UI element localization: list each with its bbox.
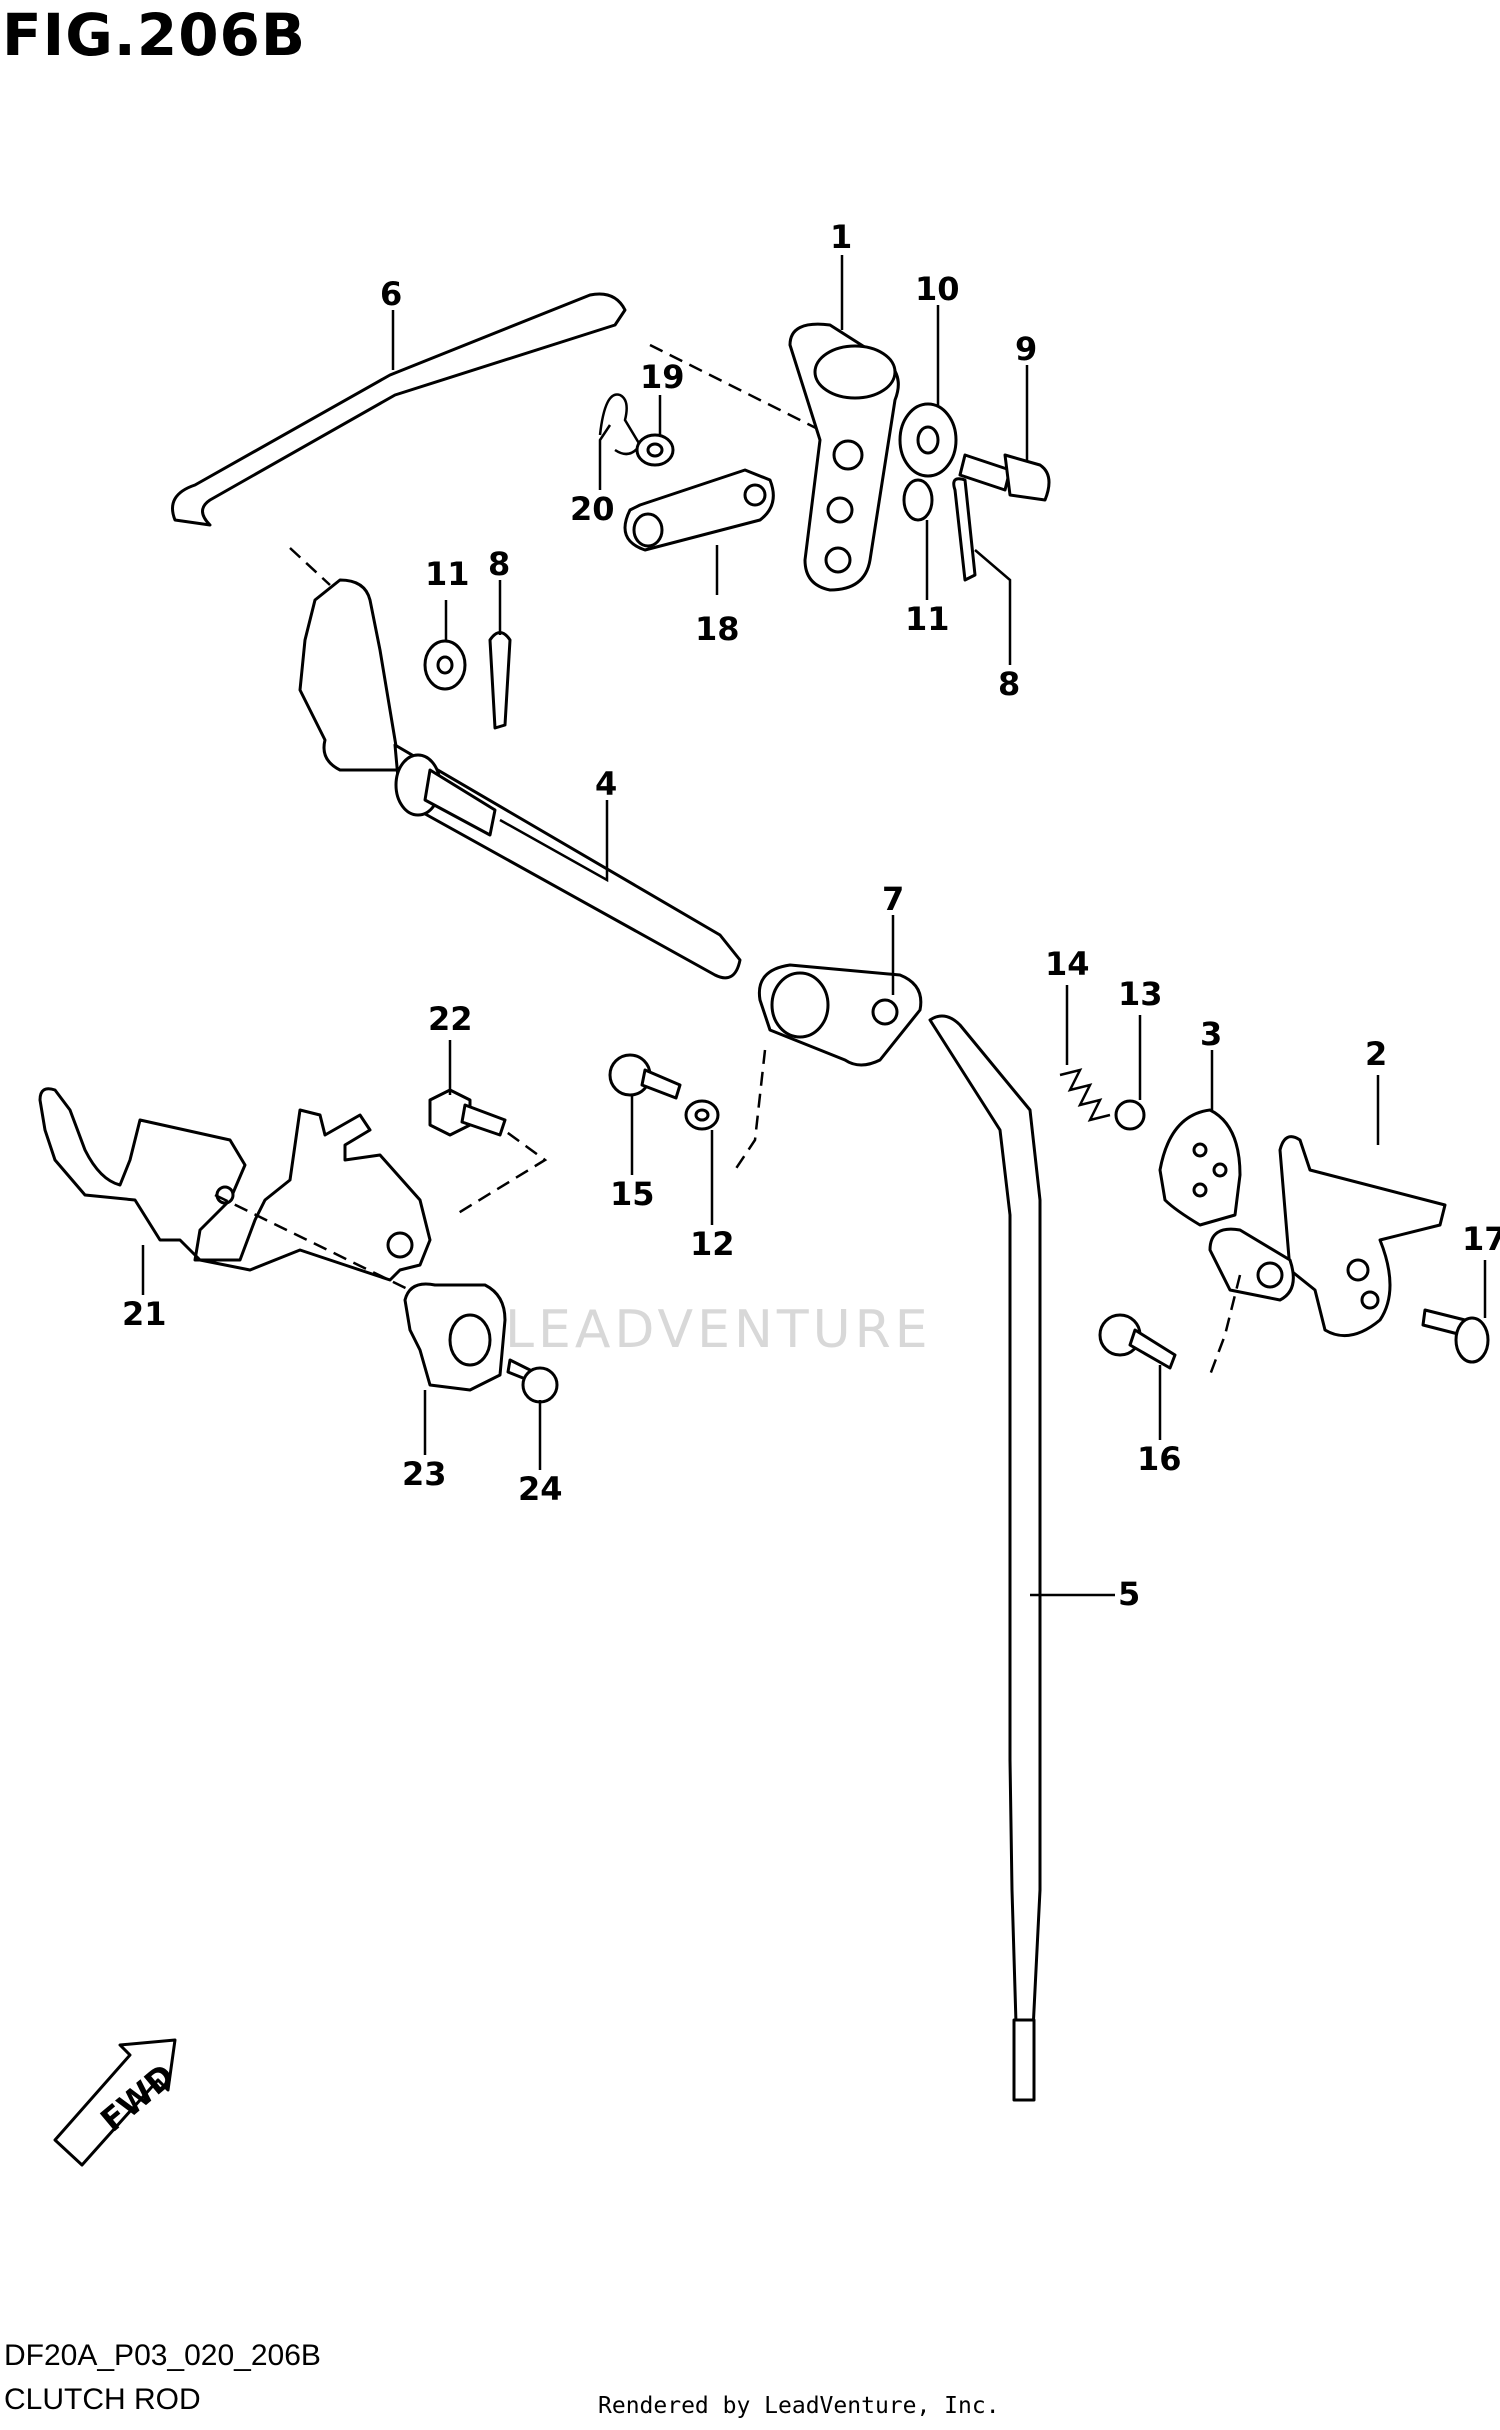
callout-3: 3 [1200, 1015, 1222, 1053]
part-9-bolt[interactable] [958, 453, 1051, 502]
part-12-washer[interactable] [684, 1099, 720, 1131]
part-15-bolt[interactable] [608, 1053, 682, 1100]
part-5-clutch-rod[interactable] [928, 1014, 1042, 2102]
callout-4: 4 [595, 765, 617, 803]
section-name: CLUTCH ROD [4, 2383, 201, 2416]
part-24-rivet[interactable] [506, 1358, 559, 1404]
callout-18: 18 [695, 610, 740, 648]
callout-13: 13 [1118, 975, 1163, 1013]
part-13-ball[interactable] [1114, 1099, 1146, 1131]
callout-5: 5 [1118, 1575, 1140, 1613]
part-14-spring[interactable] [1059, 1068, 1111, 1122]
callout-8-right: 8 [998, 665, 1020, 703]
callout-11-right: 11 [905, 600, 950, 638]
callout-23: 23 [402, 1455, 447, 1493]
part-1-lever[interactable] [788, 322, 900, 592]
part-21-bracket[interactable] [38, 1087, 432, 1282]
callout-19: 19 [640, 358, 685, 396]
part-20-clip[interactable] [598, 393, 642, 456]
callout-22: 22 [428, 1000, 473, 1038]
part-17-screw[interactable] [1421, 1308, 1490, 1364]
callout-1: 1 [830, 218, 852, 256]
diagram-code: DF20A_P03_020_206B [4, 2339, 321, 2372]
part-11-washer-upper[interactable] [902, 478, 934, 522]
watermark: LEADVENTURE [505, 1300, 932, 1360]
callout-21: 21 [122, 1295, 167, 1333]
part-4-shaft-assembly[interactable] [298, 578, 742, 980]
part-8-cotter-pin-left[interactable] [488, 631, 512, 730]
figure-title: FIG.206B [2, 1, 307, 69]
callout-20: 20 [570, 490, 615, 528]
part-16-bolt[interactable] [1098, 1313, 1177, 1370]
part-7-connector[interactable] [757, 963, 923, 1067]
part-8-cotter-pin-upper[interactable] [952, 477, 977, 582]
callout-11-left: 11 [425, 555, 470, 593]
part-19-washer[interactable] [635, 433, 675, 467]
callout-14: 14 [1045, 945, 1090, 983]
callout-16: 16 [1137, 1440, 1182, 1478]
part-22-bolt[interactable] [428, 1088, 507, 1137]
part-3-cam[interactable] [1158, 1108, 1242, 1227]
callout-10: 10 [915, 270, 960, 308]
part-10-washer[interactable] [898, 402, 958, 478]
leader-lines [141, 255, 1487, 1597]
render-credit: Rendered by LeadVenture, Inc. [598, 2393, 1000, 2419]
callout-6: 6 [380, 275, 402, 313]
callout-2: 2 [1365, 1035, 1387, 1073]
callout-8-left: 8 [488, 545, 510, 583]
callout-24: 24 [518, 1470, 563, 1508]
callout-labels: 1 2 3 4 5 6 7 8 8 9 10 11 11 12 13 14 15… [122, 218, 1500, 1613]
part-11-washer-left[interactable] [423, 639, 467, 691]
part-18-link[interactable] [623, 468, 775, 552]
callout-17: 17 [1462, 1220, 1500, 1258]
callout-7: 7 [882, 880, 904, 918]
part-23-block[interactable] [403, 1282, 507, 1392]
callout-12: 12 [690, 1225, 735, 1263]
part-2-shift-lever[interactable] [1208, 1135, 1447, 1338]
part-6-rod[interactable] [171, 292, 627, 527]
callout-15: 15 [610, 1175, 655, 1213]
fwd-arrow-icon: FWD [53, 2038, 182, 2167]
callout-9: 9 [1015, 330, 1037, 368]
